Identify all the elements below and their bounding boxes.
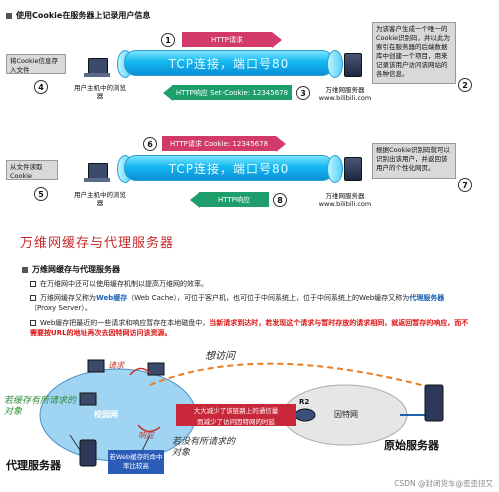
arrow-right-icon	[276, 136, 286, 152]
arrow-left-icon	[163, 85, 173, 101]
handwritten-arrow	[129, 367, 151, 376]
hw-response-note: 响应	[138, 431, 154, 440]
campus-network-label: 校园网	[94, 410, 118, 419]
section1-title: 使用Cookie在服务器上记录用户信息	[16, 11, 151, 20]
watermark: CSDN @封闭货车@歪歪扭又	[394, 479, 493, 488]
router-icon	[294, 408, 316, 422]
http-response-arrow-2: HTTP响应	[199, 192, 269, 207]
arrow-right-icon	[272, 32, 282, 48]
bullet-3-pre: Web缓存把最近的一些请求和响应暂存在本地磁盘中，	[40, 319, 210, 327]
campus-pc-icon	[147, 362, 165, 376]
access-dashed-arc	[149, 362, 441, 391]
cache-hit-box: 若Web缓存的命中率比较高	[108, 450, 164, 474]
keyboard-icon	[84, 73, 110, 77]
client-caption-2: 用户主机中的浏览器	[74, 191, 126, 207]
bullet-icon	[6, 12, 12, 19]
hw-cache-miss-note: 若没有所请求的对象	[172, 437, 236, 458]
step-1-badge: 1	[161, 33, 175, 47]
bullet-1-text: 在万维网中还可以使用缓存机制以提高万维网的效率。	[40, 280, 208, 288]
client-computer-icon	[88, 163, 108, 179]
left-note-1: 将Cookie信息存入文件	[6, 54, 66, 74]
tcp-connection-tube: TCP连接，端口号80	[124, 155, 334, 181]
hw-want-access-note: 想访问	[205, 351, 235, 362]
web-cache-term: Web缓存	[96, 294, 128, 302]
bullet-3: Web缓存把最近的一些请求和响应暂存在本地磁盘中，当新请求到达时，若发现这个请求…	[30, 318, 470, 338]
client-caption-1: 用户主机中的浏览器	[74, 84, 126, 100]
server-icon	[344, 53, 362, 77]
internet-label: 因特网	[334, 410, 358, 419]
left-note-2: 从文件读取Cookie	[6, 160, 58, 180]
link-benefit-box-1: 大大减少了该链路上的通信量	[176, 404, 296, 415]
right-note-2: 根据Cookie识别码就可以识别出该用户，并返回该用户的个性化网页。	[372, 143, 456, 179]
section2-title-row: 万维网缓存与代理服务器	[22, 264, 120, 275]
bullet-3-highlight: 当新请求到达时，若发现这个请求与暂时存放的请求相同，就返回暂存的响应，而不需要按…	[30, 319, 469, 337]
server-icon	[344, 157, 362, 181]
right-note-1: 为该客户生成一个唯一的Cookie识别码，并以此为索引在服务器的后端数据库中创建…	[372, 22, 456, 84]
server-caption-2: 万维网服务器 www.bilibili.com	[318, 192, 372, 208]
step-4-badge: 4	[34, 80, 48, 94]
bullet-icon	[22, 266, 28, 273]
step-3-badge: 3	[296, 86, 310, 100]
section2-title: 万维网缓存与代理服务器	[32, 265, 120, 274]
tcp-connection-tube: TCP连接，端口号80	[124, 50, 334, 76]
step-2-badge: 2	[458, 78, 472, 92]
tube-right-end	[327, 155, 343, 183]
campus-pc-icon	[79, 392, 97, 406]
proxy-diagram	[39, 359, 444, 467]
http-request-cookie-arrow: HTTP请求 Cookie: 12345678	[162, 136, 276, 151]
origin-server-icon	[424, 384, 444, 422]
bullet-2-post: （Proxy Server）。	[30, 304, 92, 312]
arrow-left-icon	[190, 192, 200, 208]
origin-server-label: 原始服务器	[384, 439, 439, 452]
bullet-2-pre: 万维网缓存又称为	[40, 294, 96, 302]
tube-right-end	[327, 50, 343, 78]
step-5-badge: 5	[34, 187, 48, 201]
checkbox-icon	[30, 281, 36, 287]
bullet-1: 在万维网中还可以使用缓存机制以提高万维网的效率。	[30, 279, 470, 289]
section1-title-row: 使用Cookie在服务器上记录用户信息	[6, 10, 150, 21]
router-label: R2	[299, 398, 310, 406]
hw-request-note: 请求	[108, 361, 124, 370]
client-computer-icon	[88, 58, 108, 74]
checkbox-icon	[30, 320, 36, 326]
handwritten-heading: 万维网缓存与代理服务器	[20, 236, 175, 251]
proxy-server-label: 代理服务器	[6, 459, 61, 472]
keyboard-icon	[84, 178, 110, 182]
proxy-server-term: 代理服务器	[409, 294, 445, 302]
checkbox-icon	[30, 295, 36, 301]
link-benefit-box-2: 而减少了访问因特网的时延	[176, 415, 296, 426]
bullet-2-mid: （Web Cache），可位于客户机，也可位于中间系统上，位于中间系统上的Web…	[127, 294, 410, 302]
step-8-badge: 8	[273, 193, 287, 207]
proxy-server-icon	[79, 439, 97, 467]
http-response-arrow: HTTP响应 Set-Cookie: 12345678	[172, 85, 292, 100]
hw-cache-has-note: 若缓存有所请求的对象	[4, 396, 77, 417]
bullet-2: 万维网缓存又称为Web缓存（Web Cache），可位于客户机，也可位于中间系统…	[30, 293, 470, 313]
http-request-arrow: HTTP请求	[182, 32, 272, 47]
campus-pc-icon	[87, 359, 105, 373]
handwritten-arrow	[137, 424, 161, 433]
server-caption-1: 万维网服务器 www.bilibili.com	[318, 86, 372, 102]
step-6-badge: 6	[143, 137, 157, 151]
step-7-badge: 7	[458, 178, 472, 192]
